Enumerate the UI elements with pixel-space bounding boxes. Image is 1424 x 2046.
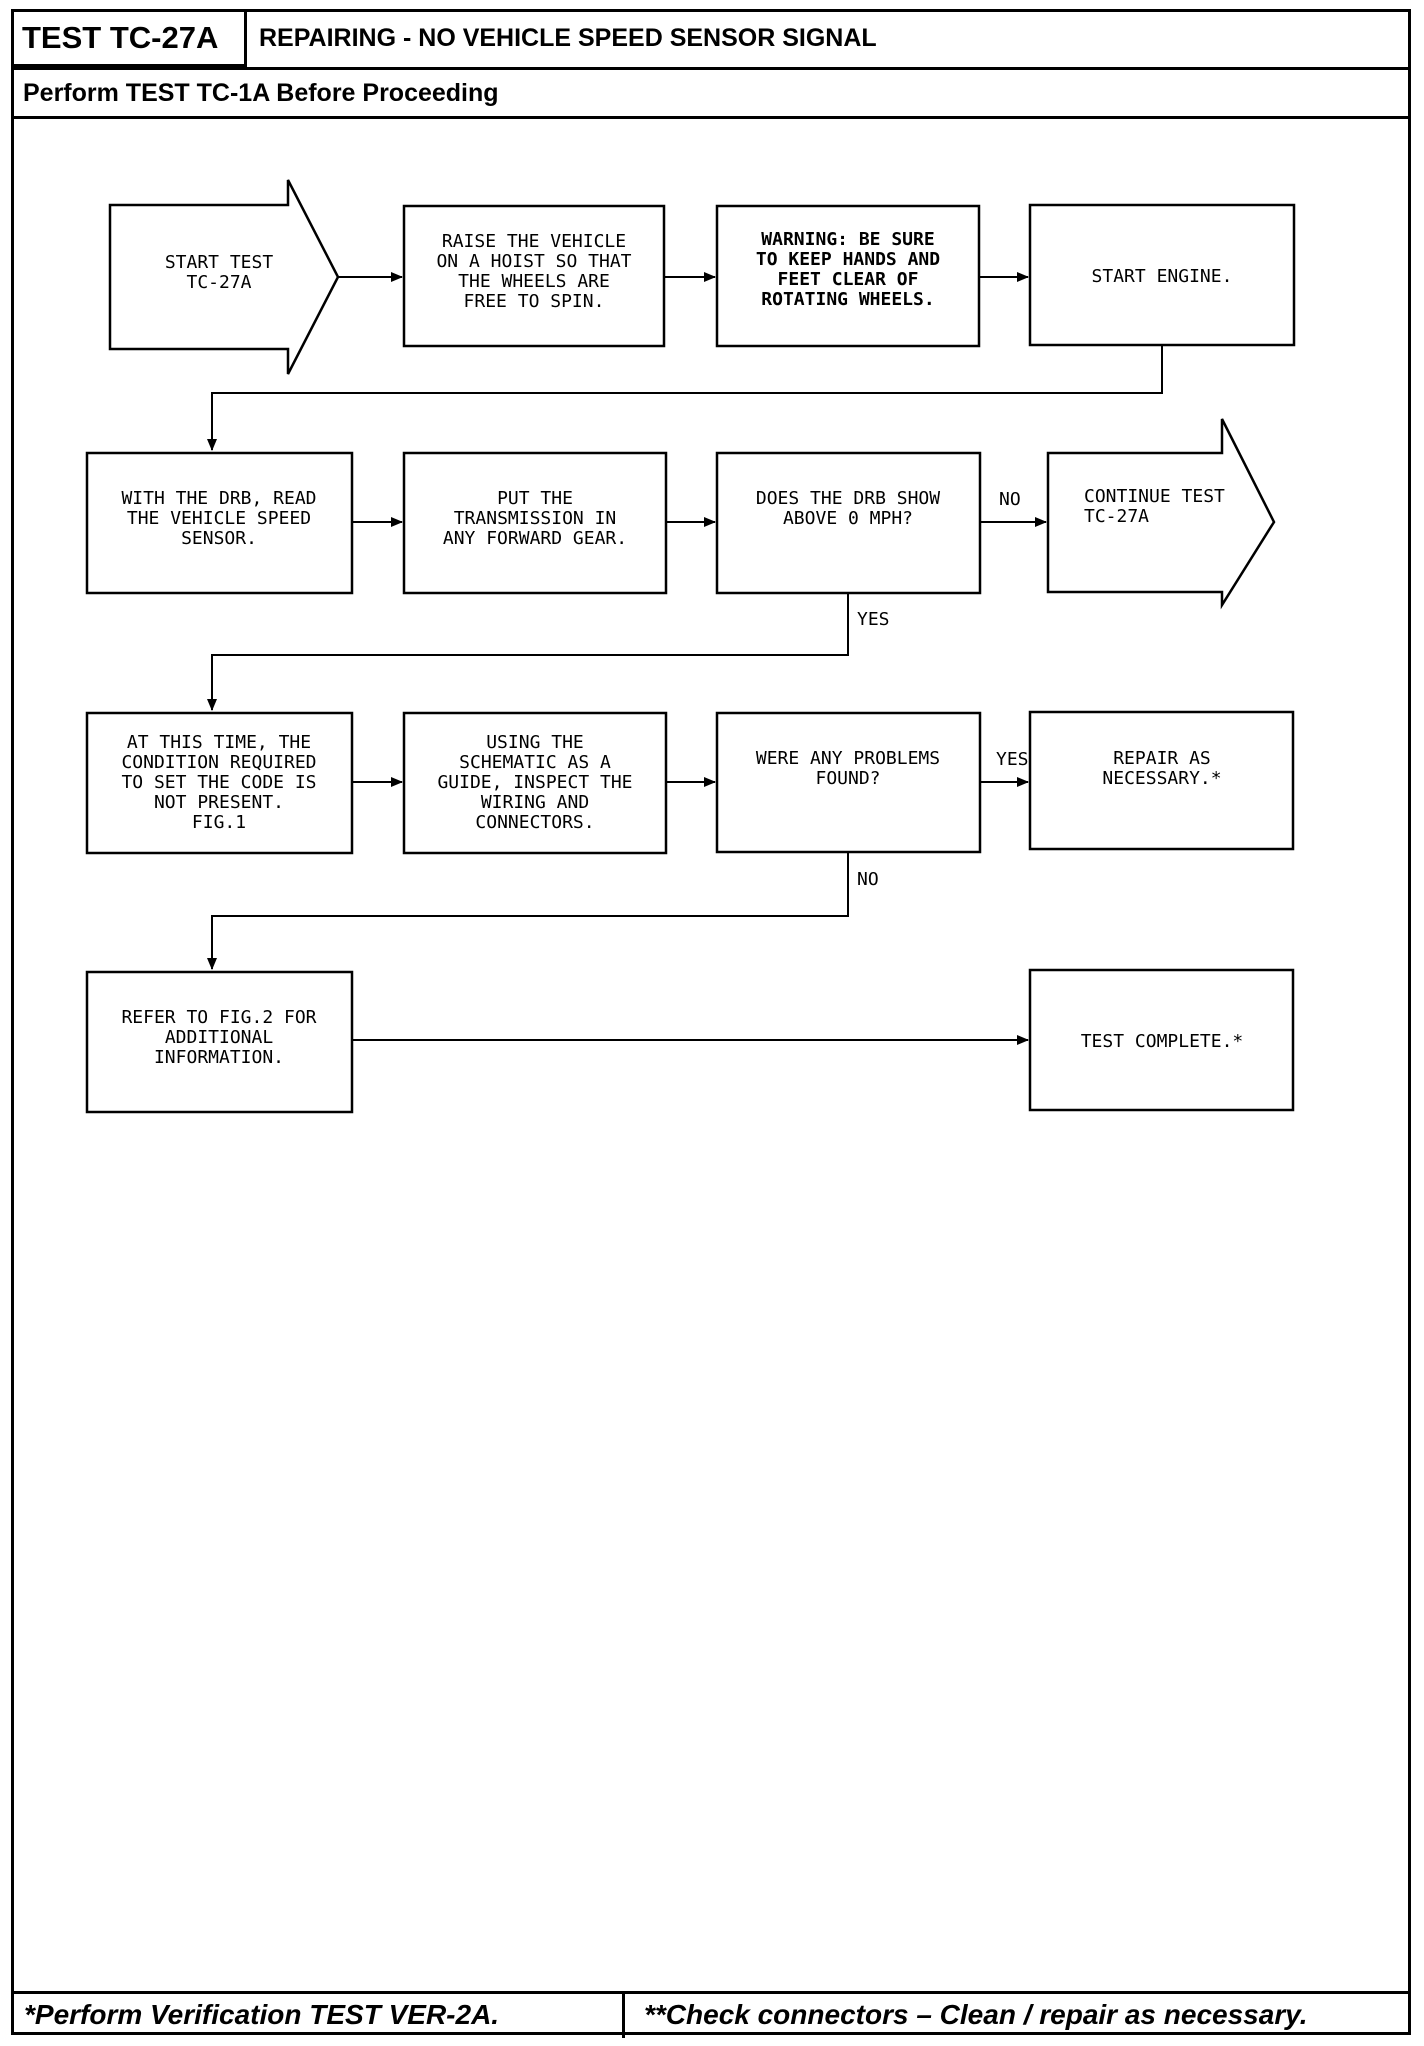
- read-sensor-line: THE VEHICLE SPEED: [127, 508, 311, 529]
- no-label: NO: [999, 489, 1021, 510]
- header-divider: [14, 67, 1408, 70]
- raise-vehicle-line: FREE TO SPIN.: [464, 291, 605, 312]
- test-complete-box: TEST COMPLETE.*: [1028, 968, 1295, 1112]
- no-label: NO: [857, 869, 879, 890]
- repair-line: REPAIR AS: [1113, 748, 1211, 769]
- drb-question-line: DOES THE DRB SHOW: [756, 488, 940, 509]
- verification-note: *Perform Verification TEST VER-2A.: [24, 1999, 500, 2030]
- start-line: START TEST: [165, 252, 274, 273]
- continue-test-line: TC-27A: [1084, 506, 1149, 527]
- flow-connector: [207, 345, 1163, 451]
- repair-line: NECESSARY.*: [1102, 768, 1221, 789]
- raise-vehicle-line: ON A HOIST SO THAT: [436, 251, 631, 272]
- condition-box: AT THIS TIME, THE CONDITION REQUIRED TO …: [85, 711, 354, 855]
- refer-fig2-line: REFER TO FIG.2 FOR: [121, 1007, 316, 1028]
- refer-fig2-line: ADDITIONAL: [165, 1027, 274, 1048]
- flowchart: START TEST TC-27A RAISE THE VEHICLE ON A…: [85, 179, 1296, 1114]
- raise-vehicle-line: THE WHEELS ARE: [458, 271, 610, 292]
- start-engine-box: START ENGINE.: [1028, 203, 1296, 347]
- inspect-wiring-line: CONNECTORS.: [475, 812, 594, 833]
- inspect-wiring-line: SCHEMATIC AS A: [459, 752, 611, 773]
- drb-question-line: ABOVE 0 MPH?: [783, 508, 913, 529]
- warning-line: FEET CLEAR OF: [778, 269, 919, 290]
- test-procedure-sheet: TEST TC-27A REPAIRING - NO VEHICLE SPEED…: [11, 9, 1411, 2038]
- drb-question-box: DOES THE DRB SHOW ABOVE 0 MPH?: [715, 451, 982, 595]
- put-transmission-line: TRANSMISSION IN: [454, 508, 617, 529]
- warning-box: WARNING: BE SURE TO KEEP HANDS AND FEET …: [715, 204, 981, 348]
- repair-box: REPAIR AS NECESSARY.*: [1028, 710, 1295, 851]
- header-divider: [14, 116, 1408, 119]
- condition-line: NOT PRESENT.: [154, 792, 284, 813]
- flow-connector: [207, 593, 849, 711]
- read-sensor-box: WITH THE DRB, READ THE VEHICLE SPEED SEN…: [85, 451, 354, 595]
- put-transmission-line: PUT THE: [497, 488, 573, 509]
- continue-test-arrow-shape: CONTINUE TEST TC-27A: [1046, 418, 1276, 610]
- inspect-wiring-line: USING THE: [486, 732, 584, 753]
- put-transmission-line: ANY FORWARD GEAR.: [443, 528, 627, 549]
- problems-question-line: FOUND?: [815, 768, 880, 789]
- footer-column-divider: [622, 1991, 625, 2038]
- yes-label: YES: [857, 609, 890, 630]
- read-sensor-line: WITH THE DRB, READ: [121, 488, 316, 509]
- yes-label: YES: [996, 749, 1029, 770]
- inspect-wiring-box: USING THE SCHEMATIC AS A GUIDE, INSPECT …: [402, 711, 668, 855]
- refer-fig2-line: INFORMATION.: [154, 1047, 284, 1068]
- test-code: TEST TC-27A: [14, 12, 247, 67]
- inspect-wiring-line: GUIDE, INSPECT THE: [437, 772, 632, 793]
- continue-test-line: CONTINUE TEST: [1084, 486, 1225, 507]
- connector-note: **Check connectors – Clean / repair as n…: [644, 1999, 1308, 2030]
- problems-question-line: WERE ANY PROBLEMS: [756, 748, 940, 769]
- footer-divider: [14, 1991, 1408, 1994]
- inspect-wiring-line: WIRING AND: [481, 792, 589, 813]
- condition-line: FIG.1: [192, 812, 246, 833]
- flow-connector: [207, 852, 849, 970]
- read-sensor-line: SENSOR.: [181, 528, 257, 549]
- test-complete-line: TEST COMPLETE.*: [1081, 1031, 1244, 1052]
- warning-line: WARNING: BE SURE: [761, 229, 934, 250]
- raise-vehicle-line: RAISE THE VEHICLE: [442, 231, 626, 252]
- raise-vehicle-box: RAISE THE VEHICLE ON A HOIST SO THAT THE…: [402, 204, 666, 348]
- start-engine-line: START ENGINE.: [1092, 266, 1233, 287]
- warning-line: ROTATING WHEELS.: [761, 289, 934, 310]
- warning-line: TO KEEP HANDS AND: [756, 249, 940, 270]
- start-line: TC-27A: [186, 272, 251, 293]
- refer-fig2-box: REFER TO FIG.2 FOR ADDITIONAL INFORMATIO…: [85, 970, 354, 1114]
- start-arrow-shape: START TEST TC-27A: [108, 179, 340, 375]
- condition-line: AT THIS TIME, THE: [127, 732, 311, 753]
- put-transmission-box: PUT THE TRANSMISSION IN ANY FORWARD GEAR…: [402, 451, 668, 595]
- test-title: REPAIRING - NO VEHICLE SPEED SENSOR SIGN…: [259, 24, 877, 52]
- prerequisite-note: Perform TEST TC-1A Before Proceeding: [23, 79, 499, 107]
- problems-question-box: WERE ANY PROBLEMS FOUND?: [715, 711, 982, 854]
- condition-line: TO SET THE CODE IS: [121, 772, 316, 793]
- condition-line: CONDITION REQUIRED: [121, 752, 316, 773]
